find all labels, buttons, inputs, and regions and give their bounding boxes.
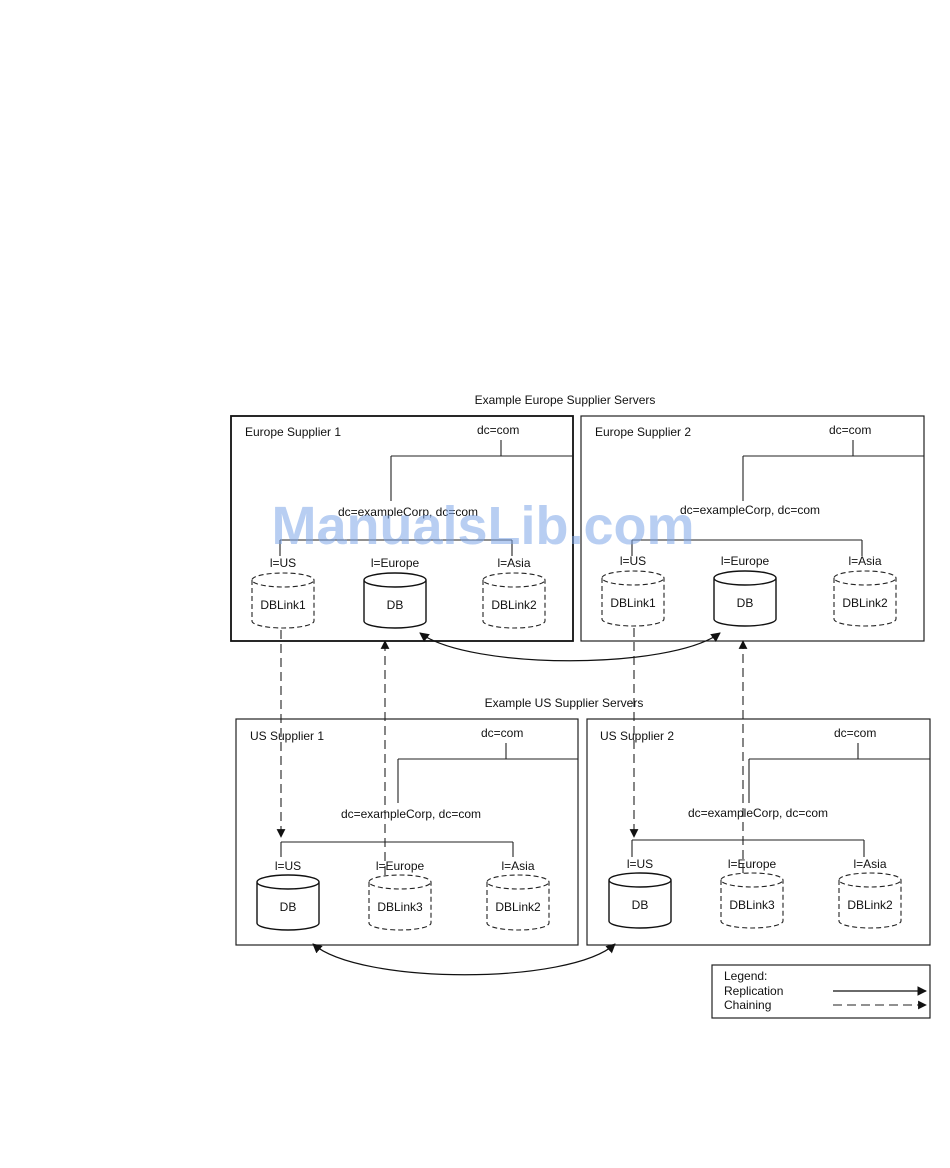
us2-node-label-1: l=Europe bbox=[728, 857, 777, 871]
eu1-branch-connector bbox=[279, 539, 513, 556]
eu1-database-cylinder-1 bbox=[363, 572, 427, 629]
eu2-root: dc=com bbox=[829, 423, 871, 437]
us1-db-link-cylinder-2 bbox=[486, 874, 550, 931]
us1-database-cylinder-0 bbox=[256, 874, 320, 931]
us2-node-db-1: DBLink3 bbox=[729, 898, 775, 912]
us2-node-db-2: DBLink2 bbox=[847, 898, 893, 912]
us-replication-arrow bbox=[312, 943, 616, 976]
us1-name: US Supplier 1 bbox=[250, 729, 324, 743]
us-group-title: Example US Supplier Servers bbox=[485, 696, 644, 710]
legend-replication-label: Replication bbox=[724, 984, 783, 998]
us1-root-connector bbox=[397, 743, 578, 803]
us1-node-label-2: l=Asia bbox=[501, 859, 534, 873]
us1-node-db-1: DBLink3 bbox=[377, 900, 423, 914]
eu1-node-db-0: DBLink1 bbox=[260, 598, 306, 612]
us1-branch-connector bbox=[280, 841, 514, 857]
us2-branch-connector bbox=[631, 839, 865, 857]
us1-root: dc=com bbox=[481, 726, 523, 740]
eu2-node-db-2: DBLink2 bbox=[842, 596, 888, 610]
eu2-db-link-cylinder-2 bbox=[833, 570, 897, 627]
us2-db-link-cylinder-1 bbox=[720, 872, 784, 929]
us2-root-connector bbox=[748, 743, 930, 803]
eu2-db-link-cylinder-0 bbox=[601, 570, 665, 627]
eu1-node-label-1: l=Europe bbox=[371, 556, 420, 570]
eu2-branch-connector bbox=[631, 539, 863, 556]
legend-chaining-label: Chaining bbox=[724, 998, 771, 1012]
us2-db-link-cylinder-2 bbox=[838, 872, 902, 929]
eu1-root: dc=com bbox=[477, 423, 519, 437]
eu1-suffix: dc=exampleCorp, dc=com bbox=[338, 505, 478, 519]
eu2-root-connector bbox=[742, 440, 924, 501]
legend: Legend: Replication Chaining bbox=[711, 964, 931, 1019]
us1-node-db-0: DB bbox=[280, 900, 297, 914]
us2-name: US Supplier 2 bbox=[600, 729, 674, 743]
legend-title: Legend: bbox=[724, 969, 767, 983]
legend-box bbox=[711, 964, 931, 1019]
eu2-node-db-1: DB bbox=[737, 596, 754, 610]
eu1-node-db-2: DBLink2 bbox=[491, 598, 537, 612]
us-supplier-2-box bbox=[586, 718, 931, 946]
eu1-db-link-cylinder-0 bbox=[251, 572, 315, 629]
watermark-text: ManualsLib.com bbox=[271, 496, 694, 556]
us2-suffix: dc=exampleCorp, dc=com bbox=[688, 806, 828, 820]
us2-node-db-0: DB bbox=[632, 898, 649, 912]
eu2-node-label-1: l=Europe bbox=[721, 554, 770, 568]
us1-node-db-2: DBLink2 bbox=[495, 900, 541, 914]
eu2-name: Europe Supplier 2 bbox=[595, 425, 691, 439]
us1-node-label-1: l=Europe bbox=[376, 859, 425, 873]
eu1-root-connector bbox=[390, 440, 573, 501]
eu2-node-label-0: l=US bbox=[620, 554, 646, 568]
eu2-suffix: dc=exampleCorp, dc=com bbox=[680, 503, 820, 517]
europe-supplier-2-box bbox=[580, 415, 925, 642]
eu1-node-db-1: DB bbox=[387, 598, 404, 612]
eu1-db-link-cylinder-2 bbox=[482, 572, 546, 629]
eu2-database-cylinder-1 bbox=[713, 570, 777, 627]
us1-db-link-cylinder-1 bbox=[368, 874, 432, 931]
us2-root: dc=com bbox=[834, 726, 876, 740]
europe-supplier-1-box bbox=[230, 415, 574, 642]
us1-node-label-0: l=US bbox=[275, 859, 301, 873]
europe-group-title: Example Europe Supplier Servers bbox=[475, 393, 656, 407]
us1-suffix: dc=exampleCorp, dc=com bbox=[341, 807, 481, 821]
us2-node-label-2: l=Asia bbox=[853, 857, 886, 871]
europe-replication-arrow bbox=[419, 632, 721, 662]
eu1-name: Europe Supplier 1 bbox=[245, 425, 341, 439]
us2-node-label-0: l=US bbox=[627, 857, 653, 871]
eu2-node-label-2: l=Asia bbox=[848, 554, 881, 568]
eu2-node-db-0: DBLink1 bbox=[610, 596, 656, 610]
eu1-node-label-2: l=Asia bbox=[497, 556, 530, 570]
us2-database-cylinder-0 bbox=[608, 872, 672, 929]
eu1-node-label-0: l=US bbox=[270, 556, 296, 570]
